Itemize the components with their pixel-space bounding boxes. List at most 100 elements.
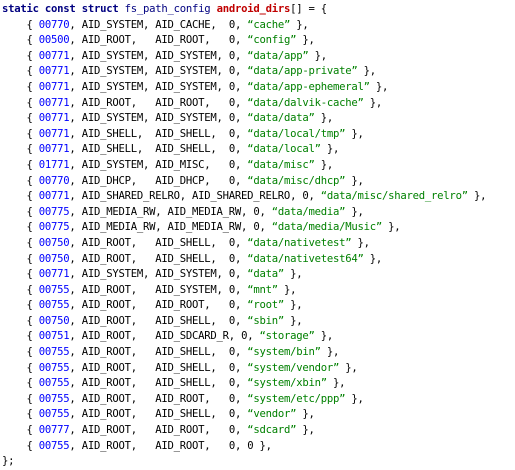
code-entry-line: { 00771, AID_SYSTEM, AID_SYSTEM, 0, “dat…	[2, 112, 334, 125]
code-entry-line: { 00755, AID_ROOT, AID_SHELL, 0, “vendor…	[2, 408, 315, 421]
entry-uid: AID_SYSTEM,	[81, 18, 150, 31]
entry-uid: AID_ROOT,	[81, 439, 150, 452]
entry-gid: AID_ROOT,	[155, 439, 223, 452]
code-entry-line: { 00750, AID_ROOT, AID_SHELL, 0, “data/n…	[2, 236, 371, 249]
entry-capability: 0,	[228, 96, 242, 109]
code-entry-line: { 00771, AID_SYSTEM, AID_SYSTEM, 0, “dat…	[2, 268, 303, 281]
code-entry-line: { 00770, AID_DHCP, AID_DHCP, 0, “data/mi…	[2, 174, 364, 187]
entry-mode: 00771	[38, 65, 70, 78]
entry-gid: AID_SHELL,	[155, 314, 223, 327]
entry-uid: AID_SHARED_RELRO,	[81, 190, 186, 203]
entry-uid: AID_SYSTEM,	[81, 65, 150, 78]
entry-path: “data/app-ephemeral”	[247, 80, 370, 93]
entry-uid: AID_ROOT,	[81, 96, 150, 109]
code-entry-line: { 00771, AID_SHARED_RELRO, AID_SHARED_RE…	[2, 190, 487, 203]
entry-capability: 0,	[228, 408, 242, 421]
entry-capability: 0,	[228, 236, 242, 249]
code-token: fs_path_config	[124, 3, 211, 15]
entry-path: “mnt”	[247, 283, 278, 296]
entry-path: “data/media”	[271, 205, 346, 218]
entry-mode: 00771	[38, 96, 70, 109]
code-entry-line: { 00751, AID_ROOT, AID_SDCARD_R, 0, “sto…	[2, 330, 334, 343]
code-entry-line: { 00750, AID_ROOT, AID_SHELL, 0, “sbin” …	[2, 314, 303, 327]
entry-gid: AID_MEDIA_RW,	[167, 221, 248, 234]
entry-mode: 00771	[38, 127, 70, 140]
entry-path: “data/local”	[247, 143, 321, 156]
entry-mode: 00755	[38, 439, 70, 452]
entry-path: “system/bin”	[247, 346, 321, 359]
entry-uid: AID_ROOT,	[81, 377, 150, 390]
entry-path: 0	[247, 439, 254, 452]
code-entry-line: { 00771, AID_ROOT, AID_ROOT, 0, “data/da…	[2, 96, 383, 109]
entry-uid: AID_SHELL,	[81, 143, 150, 156]
entry-uid: AID_SYSTEM,	[81, 158, 150, 171]
entry-mode: 00750	[38, 252, 70, 265]
code-entry-line: { 00771, AID_SHELL, AID_SHELL, 0, “data/…	[2, 127, 364, 140]
entry-path: “data/app”	[247, 49, 309, 62]
entry-mode: 00771	[38, 49, 70, 62]
entry-mode: 00775	[38, 205, 70, 218]
entry-path: “system/xbin”	[247, 377, 327, 390]
entry-mode: 00755	[38, 392, 70, 405]
code-token: static	[2, 3, 39, 15]
entry-capability: 0,	[228, 18, 242, 31]
entry-gid: AID_ROOT,	[155, 299, 223, 312]
entry-gid: AID_SHELL,	[155, 252, 223, 265]
entry-gid: AID_ROOT,	[155, 424, 223, 437]
entry-path: “data/nativetest”	[247, 236, 352, 249]
code-entry-line: { 00755, AID_ROOT, AID_ROOT, 0, 0 },	[2, 439, 273, 452]
entry-uid: AID_ROOT,	[81, 252, 150, 265]
entry-gid: AID_ROOT,	[155, 34, 223, 47]
entry-path: “data/misc/shared_relro”	[320, 190, 468, 203]
entry-path: “system/vendor”	[247, 361, 340, 374]
entry-capability: 0,	[228, 361, 242, 374]
code-entry-line: { 00755, AID_ROOT, AID_SYSTEM, 0, “mnt” …	[2, 283, 297, 296]
entry-mode: 00751	[38, 330, 70, 343]
code-header-line: static const struct fs_path_config andro…	[2, 3, 327, 15]
entry-gid: AID_SHELL,	[155, 143, 223, 156]
entry-capability: 0,	[228, 158, 242, 171]
entry-uid: AID_ROOT,	[81, 346, 150, 359]
code-entry-line: { 00771, AID_SYSTEM, AID_SYSTEM, 0, “dat…	[2, 80, 389, 93]
entry-mode: 01771	[38, 158, 70, 171]
entry-capability: 0,	[228, 377, 242, 390]
entry-mode: 00755	[38, 346, 70, 359]
code-entry-line: { 01771, AID_SYSTEM, AID_MISC, 0, “data/…	[2, 158, 334, 171]
entry-uid: AID_SYSTEM,	[81, 80, 150, 93]
entry-uid: AID_ROOT,	[81, 236, 150, 249]
entry-gid: AID_SYSTEM,	[155, 112, 223, 125]
entry-mode: 00771	[38, 112, 70, 125]
entry-gid: AID_SYSTEM,	[155, 65, 223, 78]
entry-path: “data/app-private”	[247, 65, 358, 78]
code-entry-line: { 00755, AID_ROOT, AID_SHELL, 0, “system…	[2, 377, 346, 390]
entry-gid: AID_SYSTEM,	[155, 283, 223, 296]
entry-gid: AID_SHELL,	[155, 236, 223, 249]
entry-mode: 00777	[38, 424, 70, 437]
entry-gid: AID_SHARED_RELRO,	[192, 190, 297, 203]
code-entry-line: { 00777, AID_ROOT, AID_ROOT, 0, “sdcard”…	[2, 424, 315, 437]
entry-capability: 0,	[228, 424, 242, 437]
entry-uid: AID_ROOT,	[81, 299, 150, 312]
code-entry-line: { 00775, AID_MEDIA_RW, AID_MEDIA_RW, 0, …	[2, 221, 401, 234]
entry-uid: AID_ROOT,	[81, 424, 150, 437]
code-entry-line: { 00750, AID_ROOT, AID_SHELL, 0, “data/n…	[2, 252, 383, 265]
code-entry-line: { 00500, AID_ROOT, AID_ROOT, 0, “config”…	[2, 34, 315, 47]
entry-uid: AID_ROOT,	[81, 392, 150, 405]
code-entry-line: { 00771, AID_SYSTEM, AID_SYSTEM, 0, “dat…	[2, 49, 328, 62]
entry-gid: AID_SHELL,	[155, 408, 223, 421]
entry-uid: AID_ROOT,	[81, 408, 150, 421]
entry-uid: AID_SYSTEM,	[81, 268, 150, 281]
entry-path: “data/local/tmp”	[247, 127, 346, 140]
code-entry-line: { 00771, AID_SHELL, AID_SHELL, 0, “data/…	[2, 143, 340, 156]
entry-gid: AID_SYSTEM,	[155, 268, 223, 281]
entry-capability: 0,	[228, 34, 242, 47]
entry-path: “data”	[247, 268, 284, 281]
entry-gid: AID_SYSTEM,	[155, 49, 223, 62]
entry-mode: 00771	[38, 80, 70, 93]
entry-path: “data/data”	[247, 112, 315, 125]
entry-gid: AID_MEDIA_RW,	[167, 205, 248, 218]
entry-capability: 0,	[302, 190, 315, 203]
entry-capability: 0,	[253, 221, 266, 234]
entry-capability: 0,	[228, 80, 242, 93]
entry-path: “data/nativetest64”	[247, 252, 364, 265]
